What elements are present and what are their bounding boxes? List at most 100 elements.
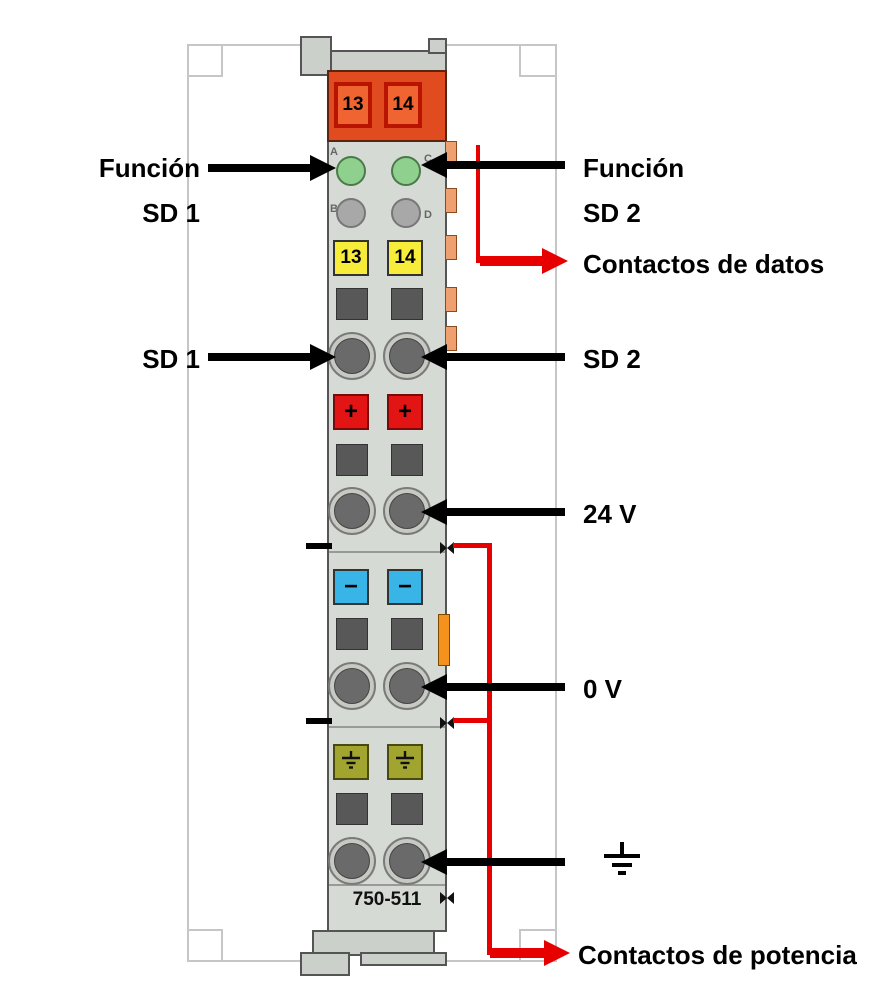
sd1-arrowhead-icon [310,344,336,370]
led-letter-d: D [424,209,432,221]
clamp-opening-sd1-hole [334,338,370,374]
module-seam-1 [329,551,445,553]
neighbor-outline-right [447,44,557,962]
data-contact-tab [445,188,457,213]
plus-terminal-1-label: + [343,398,358,425]
power-contacts-arrow-bar [490,948,544,958]
label-funcion-right: Función [583,153,685,183]
power-contacts-arrowhead-icon [544,940,570,966]
signal-terminal-13: 13 [333,240,369,276]
label-sd1-top: SD 1 [142,198,200,228]
module-seam-2 [329,726,445,728]
v0-arrowhead-icon [421,674,447,700]
module-seam-3 [329,884,445,886]
minus-terminal-2-label: − [397,573,412,600]
data-contacts-arrow-bar [480,256,542,266]
clamp-opening-gnd-2-hole [389,843,425,879]
funcion-left-arrow-bar [208,164,310,172]
neighbor-right-top-step [519,44,557,77]
data-contact-tab [445,287,457,312]
signal-terminal-14-label: 14 [394,247,416,268]
data-contacts-arrowhead-icon [542,248,568,274]
funcion-right-arrow-bar [447,161,565,169]
funcion-left-arrowhead-icon [310,155,336,181]
module-top-clip-right [428,38,447,54]
clamp-opening-gnd-1 [328,837,376,885]
neighbor-left-top-step [187,44,223,77]
led-sd2-green [391,156,421,186]
power-contacts-bracket-line [487,543,492,955]
label-sd2-top: SD 2 [583,198,641,228]
pusher-sd2 [391,288,423,320]
led-sd1-green [336,156,366,186]
ground-terminal-1 [333,744,369,780]
label-24v: 24 V [583,499,637,529]
label-sd1-mid: SD 1 [142,344,200,374]
power-contacts-stub-2 [453,718,490,723]
led-d-gray [391,198,421,228]
plus-terminal-2-label: + [397,398,412,425]
label-contactos-datos: Contactos de datos [583,249,825,279]
neighbor-left-bottom-step [187,929,223,962]
sd2-arrow-bar [447,353,565,361]
module-top-clip [300,36,332,76]
top-contact-13: 13 [334,82,372,128]
ground-icon [394,750,416,775]
clamp-opening-0v-1 [328,662,376,710]
pusher-24v-1 [336,444,368,476]
pusher-0v-1 [336,618,368,650]
clamp-opening-0v-1-hole [334,668,370,704]
data-contact-tab [445,326,457,351]
label-funcion-left: Función [98,153,200,183]
clamp-opening-24v-1-hole [334,493,370,529]
top-contact-14-label: 14 [392,94,414,115]
module-bottom-foot [300,952,350,976]
module-bottom-tab-right [360,952,447,966]
plus-terminal-2: + [387,394,423,430]
ground-terminal-2 [387,744,423,780]
plus-terminal-1: + [333,394,369,430]
ground-icon [340,750,362,775]
v0-arrow-bar [447,683,565,691]
clamp-opening-sd1 [328,332,376,380]
top-contact-13-label: 13 [342,94,364,115]
power-jumper-contact-icon [439,716,455,735]
clamp-opening-0v-2-hole [389,668,425,704]
power-contacts-stub-1 [453,543,490,548]
module-bottom-tab [312,930,435,956]
gnd-arrowhead-icon [421,849,447,875]
minus-terminal-1: − [333,569,369,605]
neighbor-outline-left [187,44,327,962]
power-jumper-tick-1 [306,543,332,549]
top-contact-14: 14 [384,82,422,128]
data-contact-tab [445,235,457,260]
neighbor-right-bottom-step [519,929,557,962]
label-sd2-mid: SD 2 [583,344,641,374]
clamp-opening-gnd-2 [383,837,431,885]
led-letter-a: A [330,146,338,158]
power-jumper-contact-icon [439,541,455,560]
power-jumper-contact-icon [439,891,455,910]
data-contacts-bracket-line [476,145,480,263]
clamp-opening-24v-1 [328,487,376,535]
signal-terminal-14: 14 [387,240,423,276]
clamp-opening-24v-2-hole [389,493,425,529]
label-contactos-potencia: Contactos de potencia [578,940,857,970]
label-0v: 0 V [583,674,623,704]
minus-terminal-2: − [387,569,423,605]
module-id: 750-511 [327,889,447,911]
pusher-24v-2 [391,444,423,476]
pusher-0v-2 [391,618,423,650]
power-jumper-tick-2 [306,718,332,724]
minus-terminal-1-label: − [343,573,358,600]
v24-arrow-bar [447,508,565,516]
ground-symbol-icon [600,840,644,885]
pusher-sd1 [336,288,368,320]
led-b-gray [336,198,366,228]
funcion-right-arrowhead-icon [421,152,447,178]
pusher-gnd-1 [336,793,368,825]
sd2-arrowhead-icon [421,344,447,370]
latch-orange [438,614,450,666]
v24-arrowhead-icon [421,499,447,525]
